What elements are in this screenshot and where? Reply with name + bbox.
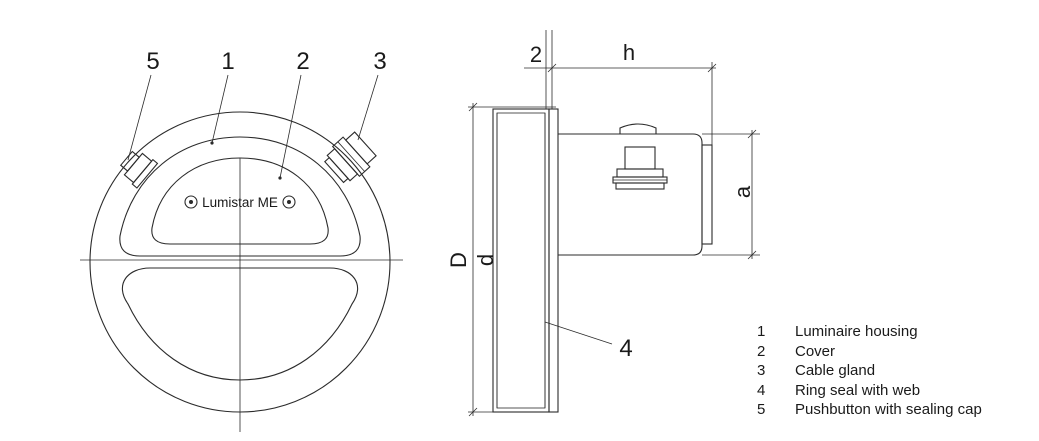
legend-item: 3 Cable gland [757, 361, 1027, 381]
dim-label-d: d [473, 254, 498, 266]
side-view: 2 h a D d 4 [446, 30, 760, 417]
dim-tick-a-top [747, 129, 757, 139]
cover-flange [492, 108, 550, 413]
legend-number: 2 [757, 342, 766, 360]
dim-tick-h-right [707, 63, 717, 73]
leader-3 [357, 74, 379, 141]
dim-label-D: D [446, 252, 471, 268]
dim-tick-h-left [547, 63, 557, 73]
callout-3: 3 [373, 48, 386, 75]
legend-text: Luminaire housing [795, 323, 918, 340]
legend-item: 2 Cover [757, 342, 1027, 362]
leader-1-dot [210, 141, 214, 145]
cover-flange-inner [496, 112, 546, 409]
housing-body [558, 133, 703, 256]
housing-outer-circle [89, 111, 391, 413]
leader-5 [127, 74, 152, 161]
legend-text: Cable gland [795, 362, 876, 379]
dim-label-h: h [623, 40, 635, 65]
callout-5: 5 [146, 48, 159, 75]
leader-2-dot [278, 176, 282, 180]
dim-tick-D-top [468, 102, 478, 112]
dim-label-a: a [730, 185, 755, 198]
legend-item: 4 Ring seal with web [757, 381, 1027, 401]
legend-text: Ring seal with web [795, 381, 921, 399]
cover-screw-left [184, 195, 198, 209]
legend-text: Cover [795, 342, 836, 360]
upper-dome-outline [119, 136, 361, 257]
cable-gland [324, 131, 377, 184]
leader-1 [211, 74, 229, 144]
cover-screw-right [282, 195, 296, 209]
legend-item: 1 Luminaire housing [757, 322, 1027, 342]
legend-item: 5 Pushbutton with sealing cap [757, 400, 1027, 420]
legend-text: Pushbutton with sealing cap [795, 401, 982, 418]
rear-gland-top [619, 123, 657, 134]
dim-tick-a-bottom [747, 250, 757, 260]
legend: 1 Luminaire housing 2 Cover 3 Cable gland 4… [757, 322, 1027, 420]
cover-window [151, 157, 329, 245]
front-view: Lumistar ME 5 1 2 3 [80, 48, 403, 432]
legend-number: 4 [757, 381, 766, 399]
dim-tick-D-bottom [468, 407, 478, 417]
leader-4 [544, 321, 613, 345]
callout-2: 2 [296, 48, 309, 75]
lower-recess [122, 267, 358, 381]
housing-rear-cap [701, 144, 713, 245]
dim-label-2: 2 [530, 42, 542, 67]
leader-2 [279, 74, 302, 179]
legend-number: 5 [757, 401, 766, 418]
product-label: Lumistar ME [202, 195, 278, 210]
callout-1: 1 [221, 48, 234, 75]
legend-number: 1 [757, 323, 766, 340]
cover-plate [548, 108, 559, 413]
callout-4: 4 [619, 335, 632, 362]
legend-number: 3 [757, 362, 766, 379]
pushbutton-with-sealing-cap [119, 150, 159, 189]
side-cable-gland [612, 146, 668, 190]
